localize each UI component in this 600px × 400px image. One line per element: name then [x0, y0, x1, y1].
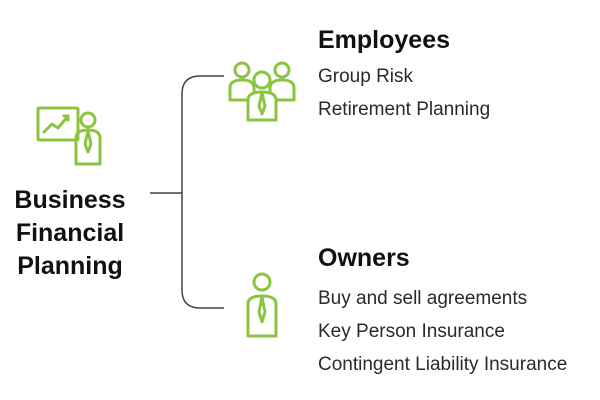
- list-item: Contingent Liability Insurance: [318, 354, 568, 375]
- root-title-line: Planning: [17, 252, 123, 280]
- branch-list-owners: Buy and sell agreements Key Person Insur…: [318, 282, 567, 381]
- root-title: Business Financial Planning: [0, 184, 140, 283]
- list-item: Retirement Planning: [318, 99, 491, 120]
- group-people-icon: [228, 61, 296, 122]
- person-tie-icon: [246, 272, 278, 338]
- root-title-line: Business: [14, 186, 126, 214]
- branch-title-employees: Employees: [318, 26, 451, 54]
- branch-list-employees: Group Risk Retirement Planning: [318, 60, 490, 126]
- branch-title-owners: Owners: [318, 244, 410, 272]
- list-item: Group Risk: [318, 66, 414, 87]
- root-title-line: Financial: [15, 219, 125, 247]
- list-item: Buy and sell agreements: [318, 288, 528, 309]
- presenter-chart-icon: [36, 106, 102, 166]
- list-item: Key Person Insurance: [318, 321, 505, 342]
